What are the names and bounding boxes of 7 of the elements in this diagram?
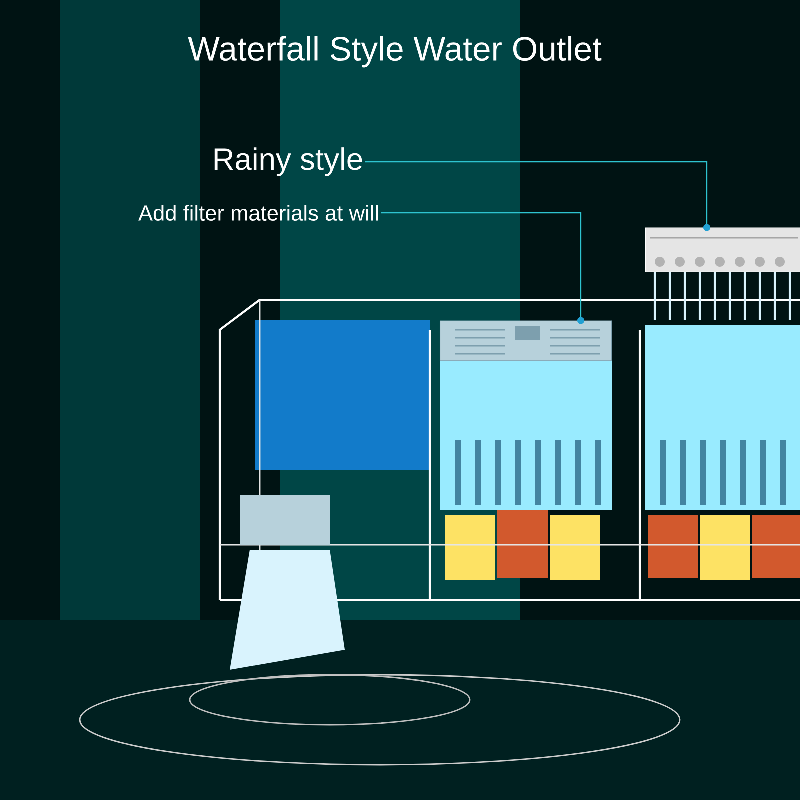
title: Waterfall Style Water Outlet: [188, 36, 602, 68]
rain-spray-bar: [645, 228, 800, 272]
leader-line: [365, 161, 711, 232]
leader-line: [381, 212, 585, 324]
callout-text: Rainy style: [214, 148, 362, 176]
callout-text: Add filter materials at will: [138, 205, 378, 221]
filter-box-lid: [440, 320, 612, 362]
